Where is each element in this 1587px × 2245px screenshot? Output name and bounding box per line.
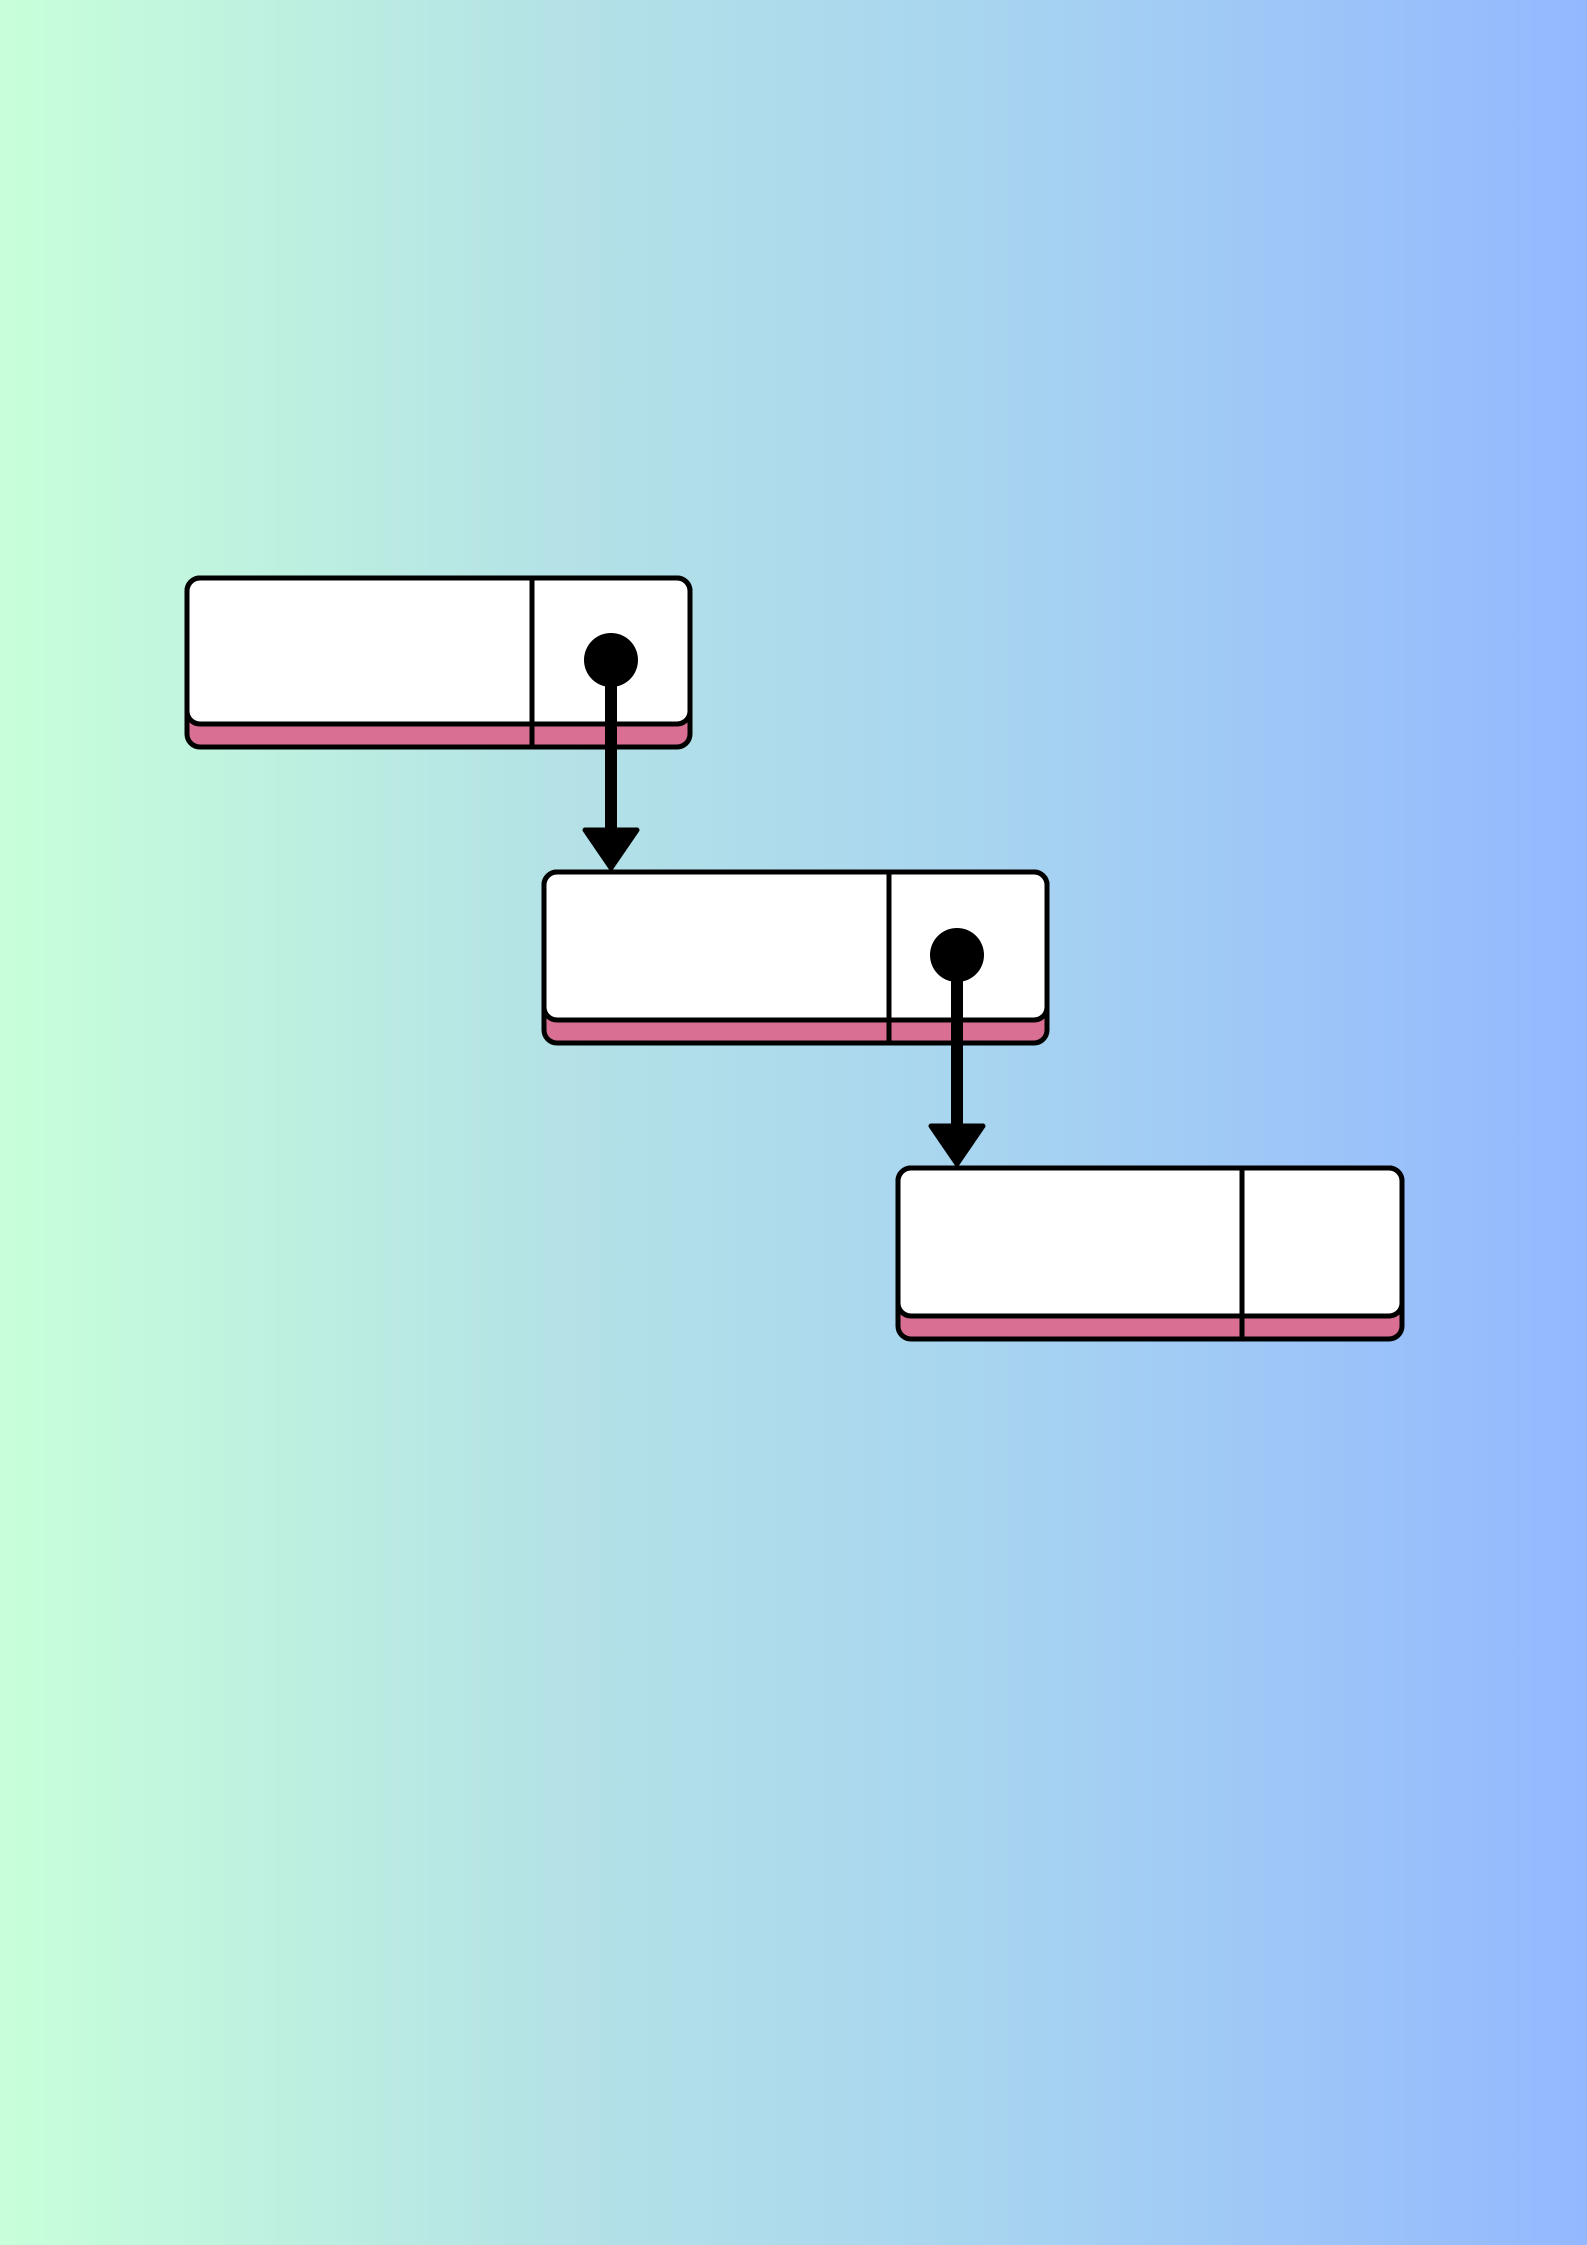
list-node-2 xyxy=(541,869,1050,1046)
node-1-body xyxy=(184,575,693,727)
node-3-body xyxy=(895,1165,1405,1319)
list-node-1 xyxy=(184,575,693,750)
arrowhead-2 xyxy=(928,1123,986,1167)
list-node-3 xyxy=(895,1165,1405,1342)
pointer-arrow-1-to-2 xyxy=(582,660,640,871)
pointer-arrow-2-to-3 xyxy=(928,955,986,1167)
node-2-body xyxy=(541,869,1050,1023)
arrowhead-1 xyxy=(582,827,640,871)
